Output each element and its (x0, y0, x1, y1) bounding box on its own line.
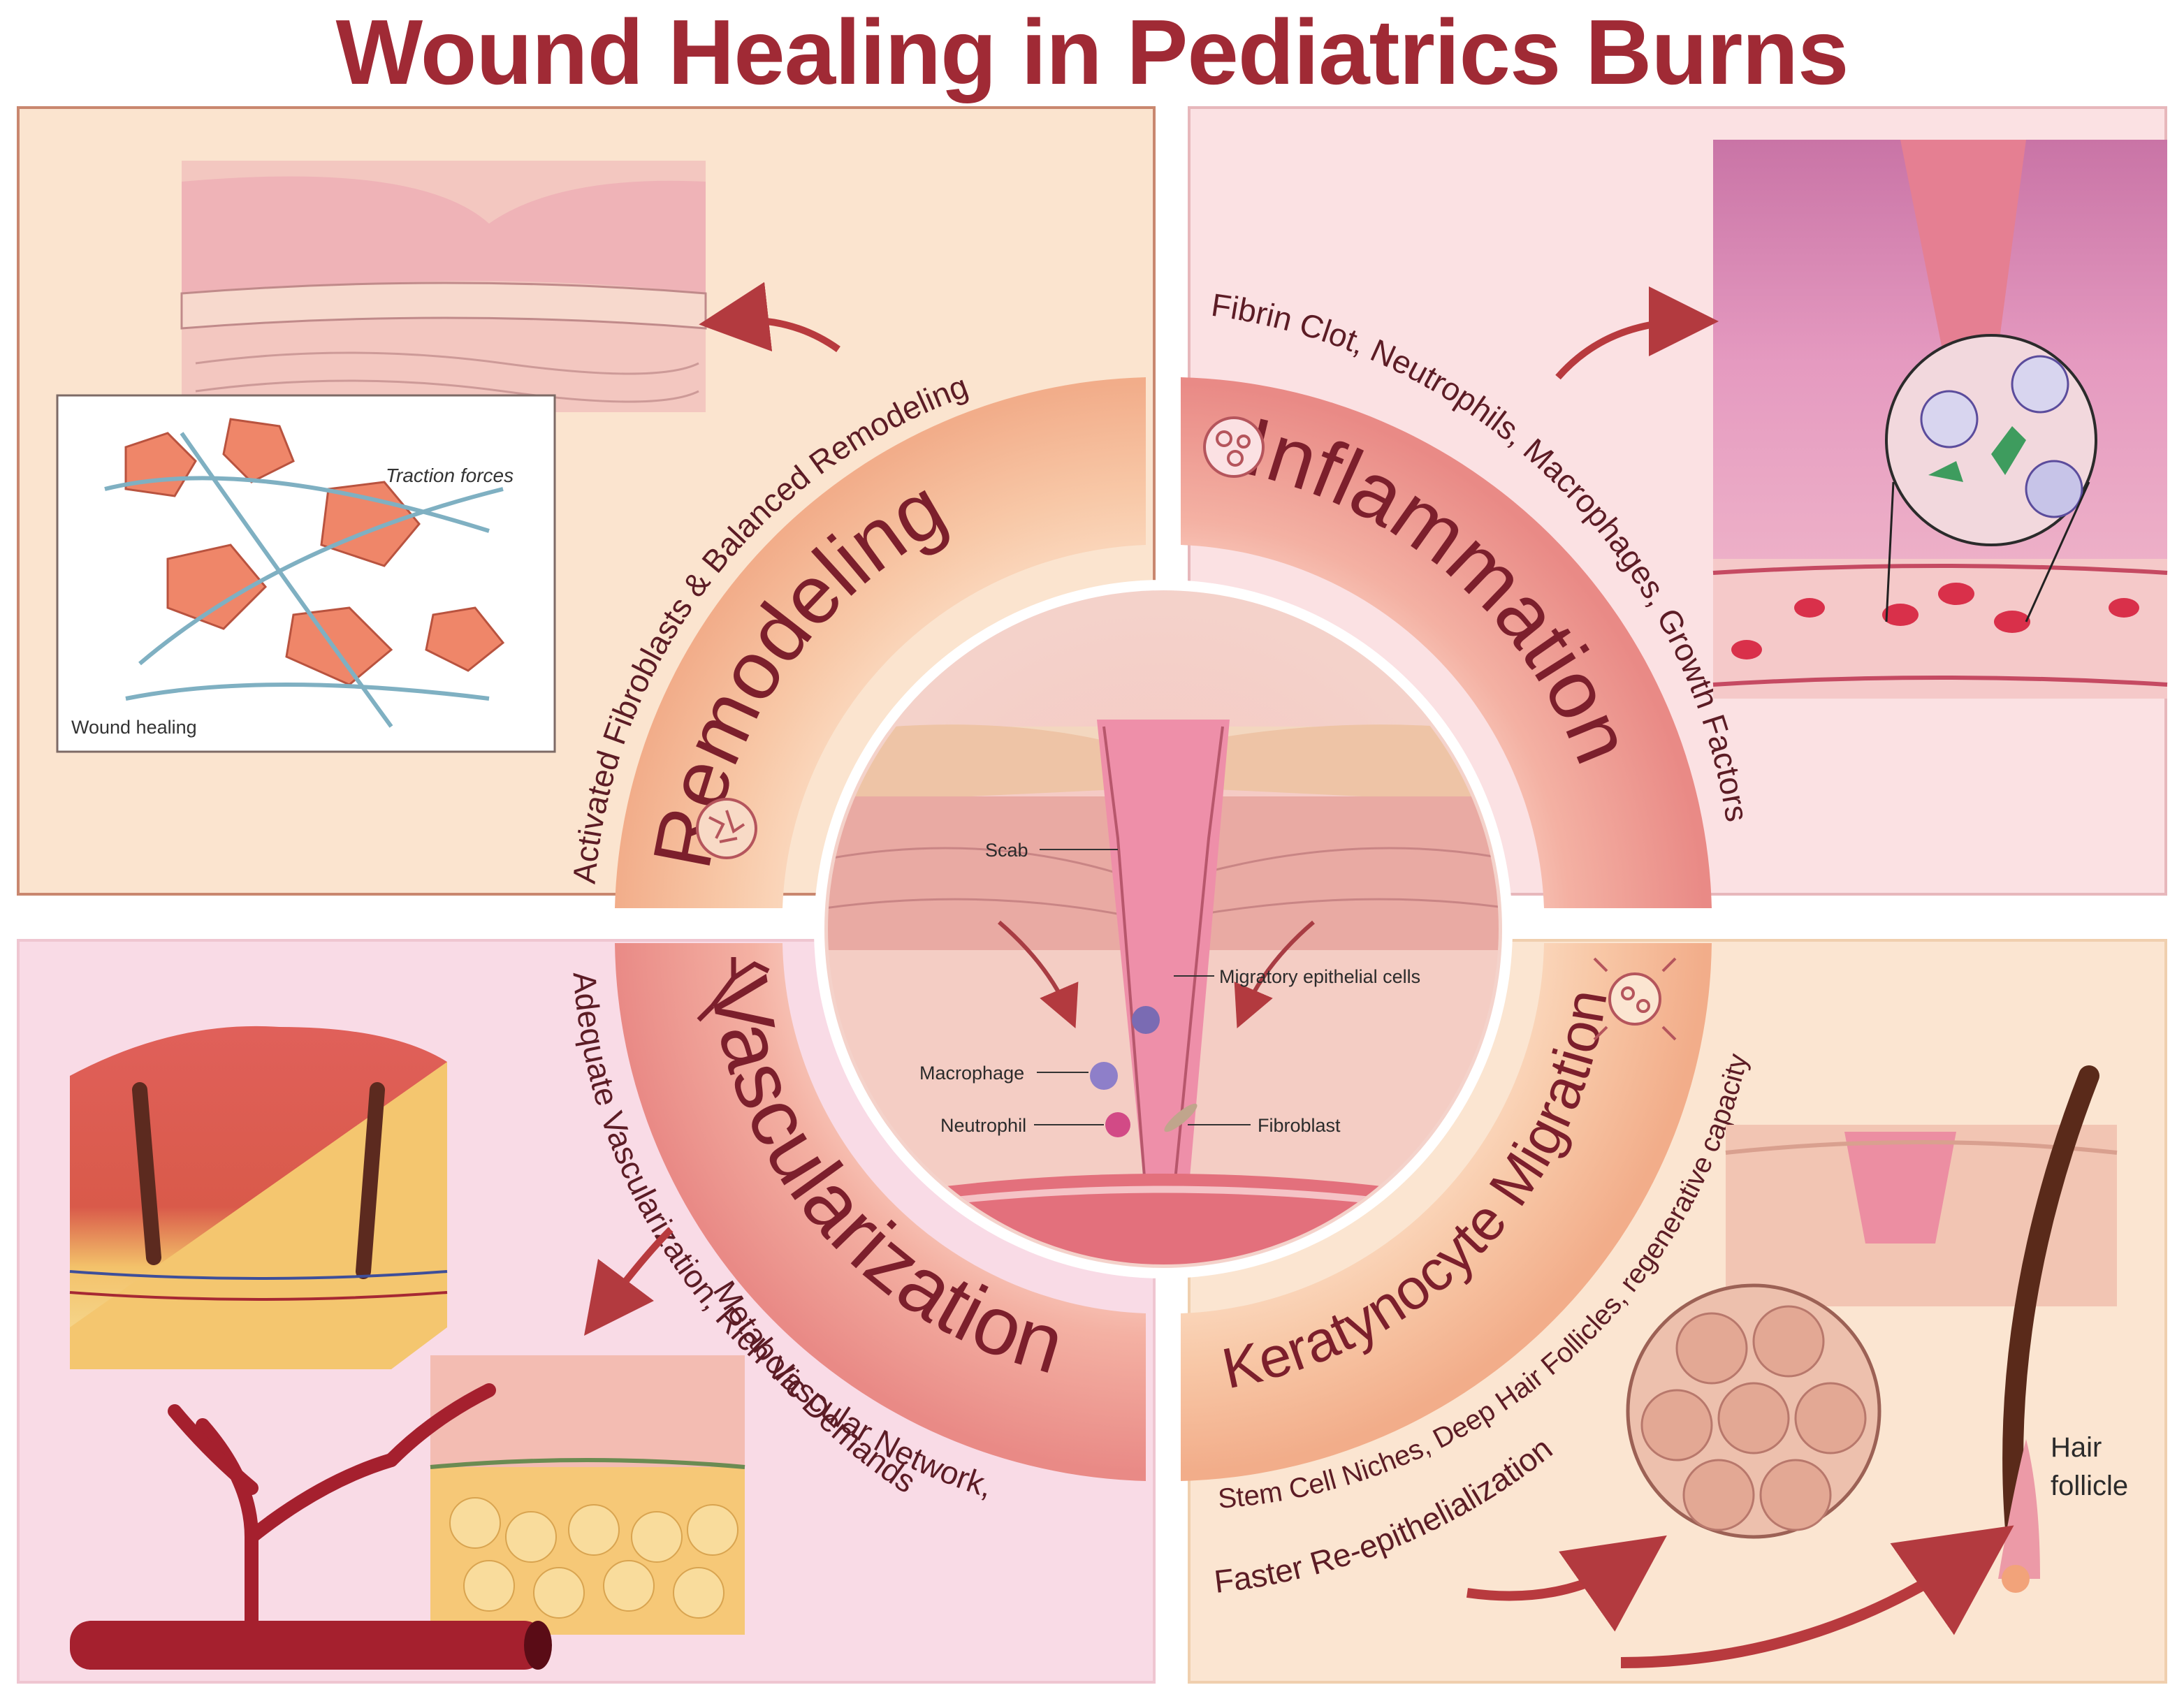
remodeling-illustration: Traction forces Wound healing (56, 161, 840, 753)
fibroblast-icon (696, 798, 757, 859)
migratory-cell-icon (1132, 1006, 1160, 1034)
label-traction-forces: Traction forces (386, 465, 514, 486)
label-macrophage: Macrophage (919, 1063, 1024, 1084)
remodeling-arrow (699, 282, 840, 353)
inflammation-illustration (1555, 140, 2168, 699)
label-migratory-cells: Migratory epithelial cells (1219, 966, 1420, 987)
ring-quadrant-inflammation (1181, 377, 1712, 908)
ring-quadrant-keratinocyte (1181, 943, 1712, 1481)
label-scab: Scab (985, 840, 1028, 861)
vascularization-illustration (69, 1026, 745, 1670)
macrophage-icon (1090, 1062, 1118, 1090)
vascularization-arrow (583, 1227, 674, 1336)
label-hair-line2: follicle (2051, 1471, 2128, 1501)
page-title: Wound Healing in Pediatrics Burns (335, 1, 1849, 103)
inflammation-arrow (1555, 286, 1719, 380)
center-wound-illustration: Scab Migratory epithelial cells Macropha… (814, 580, 1513, 1278)
neutrophil-icon (1105, 1112, 1130, 1137)
ring-quadrant-remodeling (615, 377, 1146, 908)
ring-quadrant-vascularization (615, 943, 1146, 1481)
migrating-cell-icon (1593, 957, 1677, 1041)
label-fibroblast: Fibroblast (1258, 1115, 1341, 1136)
keratinocyte-illustration: Hair follicle (1466, 1065, 2128, 1668)
label-wound-healing: Wound healing (71, 717, 197, 738)
blood-vessel-icon (697, 957, 770, 1022)
phase-ring (615, 377, 1712, 1481)
label-hair-line1: Hair (2051, 1432, 2102, 1463)
label-neutrophil: Neutrophil (940, 1115, 1026, 1136)
cell-cluster-icon (1203, 416, 1265, 478)
fibroblast-cell-icon (1164, 1103, 1197, 1132)
